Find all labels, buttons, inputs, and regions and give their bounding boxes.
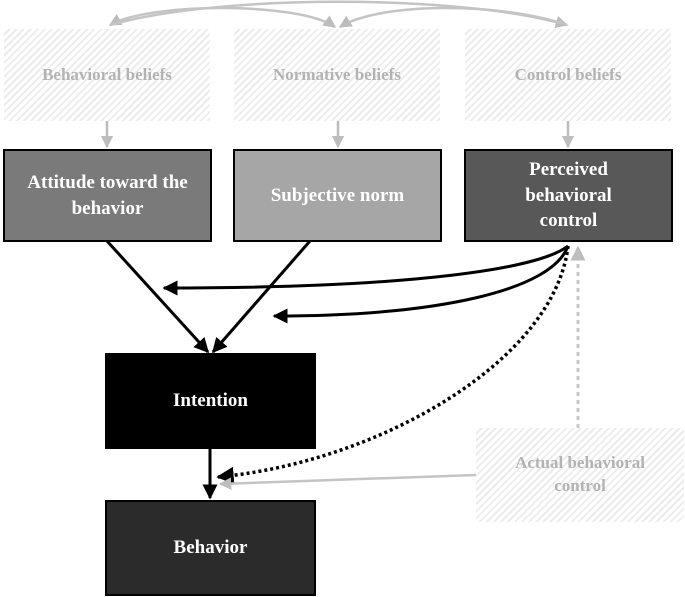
arrow-norm-to-intention [211,240,312,354]
normative-beliefs-label: Normative beliefs [273,65,401,84]
behavioral-beliefs-label: Behavioral beliefs [42,65,172,84]
normative-beliefs-box: Normative beliefs [234,29,440,121]
belief-link-control-normative [338,6,568,29]
actual-control-label: Actual behavioral control [515,453,645,495]
arrow-pbc-to-norm-path [272,245,570,324]
arrow-attitude-to-intention [105,239,210,354]
behavioral-beliefs-box: Behavioral beliefs [4,29,210,121]
perceived-control-label: Perceived behavioral control [525,159,612,232]
belief-link-behavioral-normative [108,6,337,29]
subjective-norm-box: Subjective norm [233,149,442,242]
behavior-box: Behavior [105,500,316,596]
subjective-norm-label: Subjective norm [270,184,405,206]
intention-box: Intention [105,353,316,449]
arrow-pbc-to-attitude-path [162,244,569,296]
intention-label: Intention [173,390,248,412]
belief-link-behavioral-control [109,0,569,28]
control-beliefs-box: Control beliefs [465,29,671,121]
behavior-label: Behavior [173,537,248,559]
attitude-label: Attitude toward the behavior [27,171,188,219]
arrow-pbc-to-behavior [216,245,570,485]
arrow-actual-control-to-behavior-path [218,473,477,490]
attitude-box: Attitude toward the behavior [3,149,212,242]
actual-control-box: Actual behavioral control [476,428,684,522]
perceived-control-box: Perceived behavioral control [464,149,673,242]
control-beliefs-label: Control beliefs [514,65,622,84]
